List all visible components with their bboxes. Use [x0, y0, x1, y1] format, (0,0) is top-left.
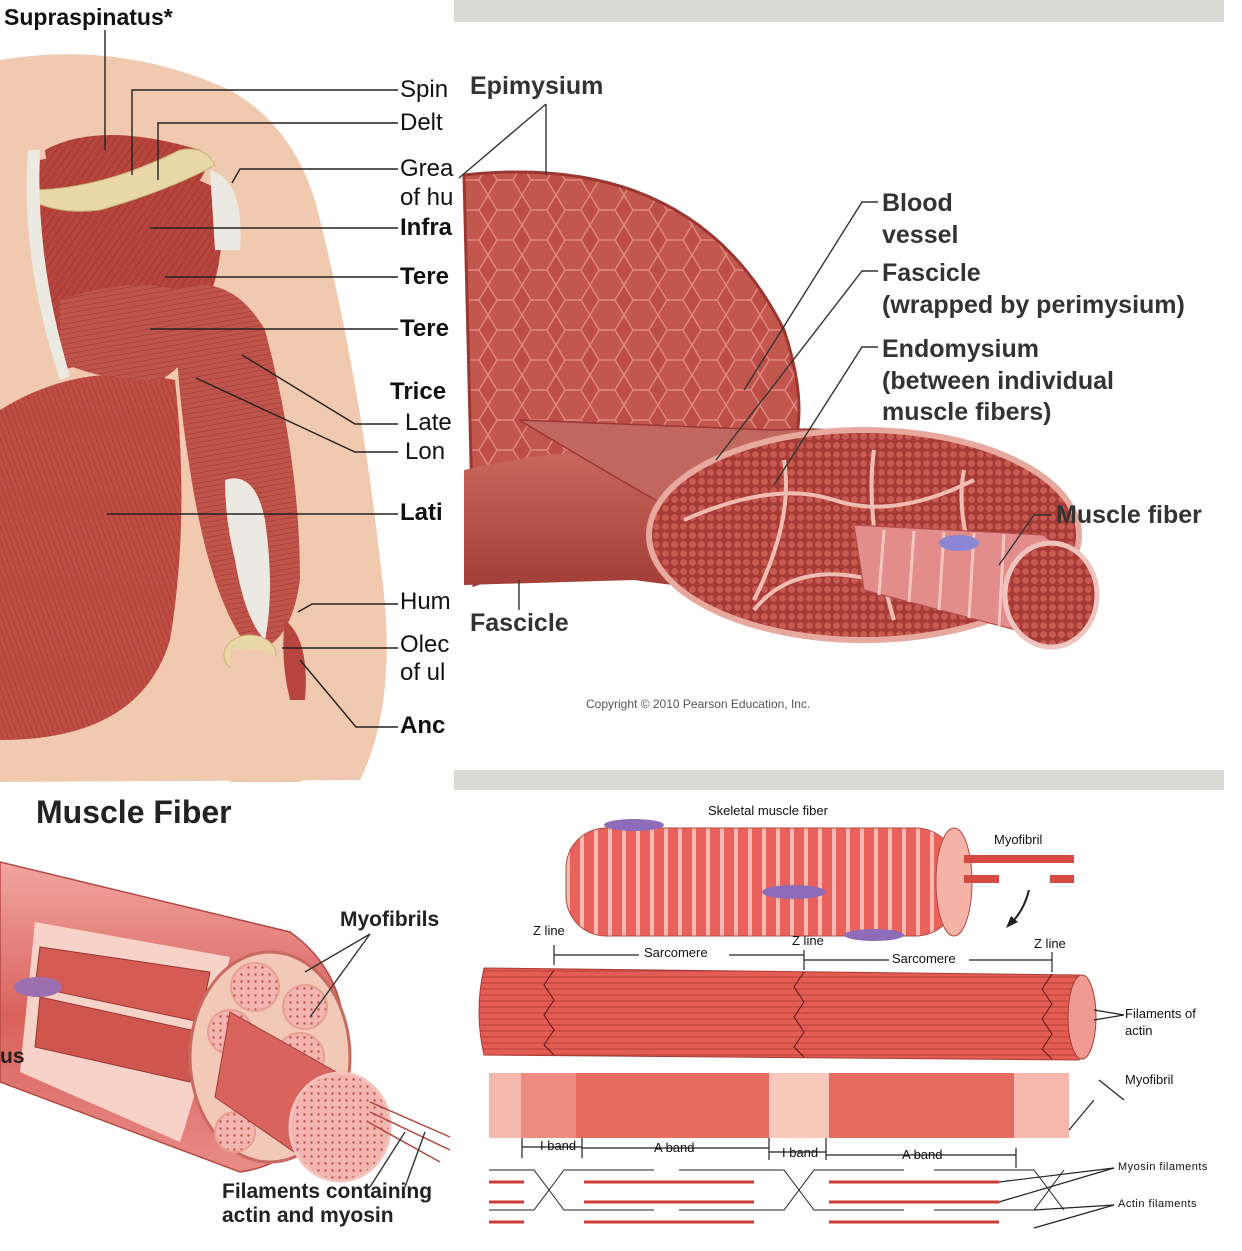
- deltoid-edge: [210, 170, 241, 250]
- label-teres-minor: Tere: [400, 263, 449, 290]
- aband-2: [829, 1073, 889, 1138]
- anconeus-muscle: [283, 620, 306, 700]
- label-myofibrils: Myofibrils: [340, 908, 440, 931]
- myofibril-protrude-3: [1050, 875, 1074, 883]
- gray-band-top: [454, 0, 1224, 22]
- label-humerus: Hum: [400, 588, 451, 615]
- fiber-nucleus: [14, 977, 62, 997]
- sarcomere-illustration: [478, 819, 1125, 1229]
- muscle-fiber-panel: Muscle Fiber Myofibrils us Filaments con…: [0, 782, 454, 1251]
- label-actin-filaments: Actin filaments: [1118, 1198, 1198, 1210]
- aband-1: [521, 1073, 576, 1138]
- skeletal-fiber: [565, 827, 957, 937]
- label-filaments-containing: Filaments containing: [222, 1180, 433, 1203]
- label-iband-2: I band: [782, 1145, 819, 1160]
- epimysium-panel: Epimysium Blood vessel Fascicle (wrapped…: [454, 0, 1242, 770]
- leader-lines: [104, 30, 398, 728]
- triceps-tendon: [225, 478, 270, 640]
- muscle-bundle-illustration: [458, 103, 1100, 650]
- latissimus-muscle: [0, 374, 182, 740]
- shoulder-panel: Supraspinatus* Spin Delt Grea of hu Infr…: [0, 0, 454, 782]
- fiber-leader-lines: [304, 933, 426, 1188]
- myofibril-block-end: [1067, 974, 1097, 1060]
- label-muscle-fiber: Muscle fiber: [1056, 501, 1202, 529]
- label-endomysium: Endomysium: [882, 335, 1039, 363]
- sarcomere-panel: Skeletal muscle fiber Myofibril Z line Z…: [454, 770, 1242, 1251]
- label-latissimus: Lati: [400, 499, 443, 526]
- label-greater-tubercle: Grea: [400, 155, 454, 182]
- gray-band-bottom: [454, 770, 1224, 790]
- teres-muscle: [60, 285, 200, 380]
- label-blood: Blood: [882, 189, 953, 217]
- label-zline-2: Z line: [792, 933, 824, 948]
- myosin-filaments: [489, 1180, 999, 1224]
- label-olecranon: Olec: [400, 631, 450, 658]
- muscle-fiber-illustration: [0, 861, 451, 1188]
- label-wrapped-perimysium: (wrapped by perimysium): [882, 291, 1185, 319]
- label-myosin-filaments: Myosin filaments: [1118, 1161, 1208, 1173]
- scapula-border: [26, 150, 71, 380]
- fiber-nucleus-2: [762, 885, 826, 899]
- label-vessel: vessel: [882, 221, 959, 249]
- label-sarcomere-1: Sarcomere: [644, 945, 708, 960]
- label-myofibril-top: Myofibril: [994, 832, 1043, 847]
- satellite-nucleus-1: [604, 819, 664, 831]
- label-between-individual: (between individual: [882, 367, 1114, 395]
- label-of-humerus: of hu: [400, 184, 454, 211]
- label-spine: Spin: [400, 76, 449, 103]
- label-aband-1: A band: [654, 1140, 695, 1155]
- label-long-head: Lon: [405, 438, 446, 465]
- label-skeletal-fiber: Skeletal muscle fiber: [708, 803, 828, 818]
- label-infraspinatus: Infra: [400, 214, 453, 241]
- myofibril-protrude-1: [964, 855, 1074, 863]
- myofibril-extended-end: [288, 1071, 392, 1183]
- label-of-ulna: of ul: [400, 659, 446, 686]
- label-filaments-of: Filaments of: [1125, 1006, 1196, 1021]
- iband-3: [1014, 1073, 1069, 1138]
- label-anconeus: Anc: [400, 712, 446, 739]
- label-lateral-head: Late: [405, 409, 452, 436]
- myofibril-block: [478, 967, 1090, 1061]
- myofibril-2: [34, 996, 201, 1083]
- label-fascicle: Fascicle: [882, 259, 981, 287]
- label-teres-major: Tere: [400, 315, 449, 342]
- label-iband-1: I band: [540, 1138, 577, 1153]
- label-fascicle-bottom: Fascicle: [470, 609, 569, 637]
- label-aband-2: A band: [902, 1147, 943, 1162]
- sarc-leader-lines: [998, 1009, 1125, 1229]
- label-epimysium: Epimysium: [470, 72, 604, 100]
- band-ruler: [521, 1138, 1017, 1168]
- label-actin-myosin: actin and myosin: [222, 1204, 394, 1227]
- label-actin: actin: [1125, 1023, 1153, 1038]
- iband-1: [489, 1073, 521, 1138]
- muscle-fiber-end: [1002, 540, 1100, 650]
- label-muscle-fibers: muscle fibers): [882, 398, 1052, 426]
- label-zline-3: Z line: [1034, 936, 1066, 951]
- arrow-head: [1006, 916, 1018, 928]
- zline-zigzags: [543, 969, 1053, 1060]
- iband-2: [769, 1073, 829, 1138]
- label-zline-1: Z line: [533, 923, 565, 938]
- label-left-fragment: us: [0, 1045, 25, 1068]
- myofibril-protrude-2: [964, 875, 999, 883]
- nucleus: [939, 535, 979, 551]
- down-arrow-icon: [1011, 889, 1030, 923]
- label-triceps: Trice: [390, 378, 447, 405]
- label-sarcomere-2: Sarcomere: [892, 951, 956, 966]
- sarcomere-ruler: [553, 945, 1053, 972]
- scapula-spine: [29, 148, 216, 212]
- filament-lines: [367, 1101, 451, 1163]
- label-deltoid: Delt: [400, 109, 443, 136]
- copyright-text: Copyright © 2010 Pearson Education, Inc.: [586, 697, 811, 711]
- shoulder-illustration: [0, 30, 398, 782]
- shoulder-title: Supraspinatus*: [4, 4, 173, 30]
- actin-filaments: [489, 1169, 1065, 1211]
- label-myofibril-mid: Myofibril: [1125, 1072, 1174, 1087]
- satellite-nucleus-2: [844, 929, 904, 941]
- fiber-title: Muscle Fiber: [36, 794, 232, 830]
- epi-leader-lines: [458, 103, 1052, 610]
